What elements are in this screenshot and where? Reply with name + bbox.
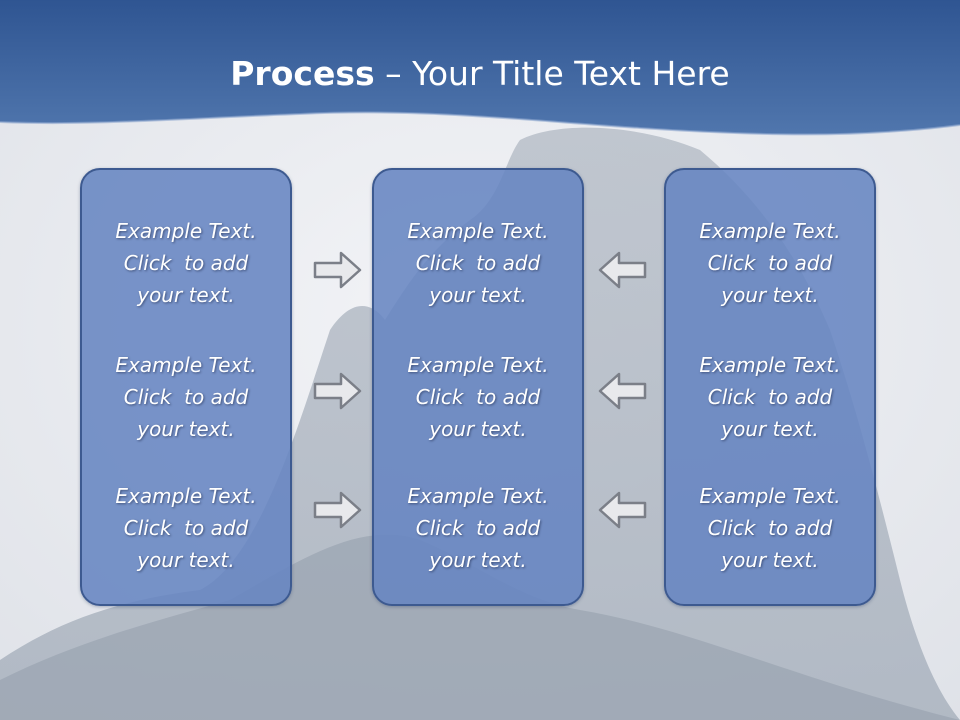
text-placeholder[interactable]: Example Text. Click to add your text. <box>699 484 841 572</box>
arrow-right-icon <box>313 251 362 289</box>
header-band <box>0 0 960 135</box>
background-foliage <box>0 534 960 720</box>
title-rest: – Your Title Text Here <box>374 54 730 93</box>
arrow-left-icon <box>598 491 647 529</box>
text-placeholder[interactable]: Example Text. Click to add your text. <box>115 219 257 307</box>
text-placeholder[interactable]: Example Text. Click to add your text. <box>407 484 549 572</box>
slide-title[interactable]: Process – Your Title Text Here <box>0 52 960 96</box>
text-placeholder[interactable]: Example Text. Click to add your text. <box>407 353 549 441</box>
text-placeholder[interactable]: Example Text. Click to add your text. <box>699 219 841 307</box>
header-highlight <box>0 111 960 136</box>
arrow-right-icon <box>313 372 362 410</box>
arrow-left-icon <box>598 251 647 289</box>
text-placeholder[interactable]: Example Text. Click to add your text. <box>115 353 257 441</box>
text-placeholder[interactable]: Example Text. Click to add your text. <box>407 219 549 307</box>
title-bold: Process <box>230 54 375 93</box>
arrow-right-icon <box>313 491 362 529</box>
arrow-left-icon <box>598 372 647 410</box>
center-column-box[interactable]: Example Text. Click to add your text. Ex… <box>372 168 584 606</box>
text-placeholder[interactable]: Example Text. Click to add your text. <box>115 484 257 572</box>
text-placeholder[interactable]: Example Text. Click to add your text. <box>699 353 841 441</box>
left-column-box[interactable]: Example Text. Click to add your text. Ex… <box>80 168 292 606</box>
right-column-box[interactable]: Example Text. Click to add your text. Ex… <box>664 168 876 606</box>
